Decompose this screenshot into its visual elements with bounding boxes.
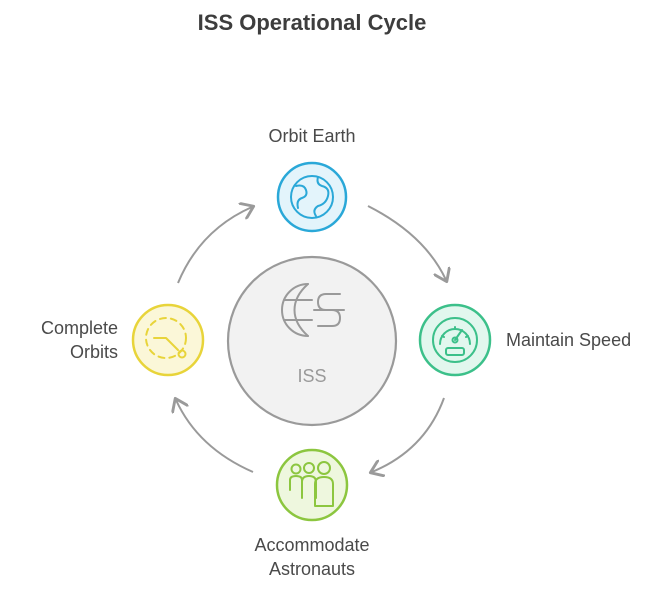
arrow-top-to-right: [367, 205, 446, 280]
center-node: ISS: [226, 255, 398, 427]
step-label-line: Complete: [40, 318, 118, 338]
node-orbit-earth: [276, 161, 348, 233]
arrow-right-to-bottom: [372, 397, 445, 472]
step-label-line: Astronauts: [268, 559, 356, 579]
speedometer-icon: [432, 317, 478, 363]
step-label-line: Orbit Earth: [268, 126, 356, 146]
center-label: ISS: [297, 366, 326, 386]
node-accommodate-astronauts: [275, 448, 349, 522]
diagram-title: ISS Operational Cycle: [197, 10, 427, 35]
step-label-line: Maintain Speed: [506, 330, 632, 350]
step-label-line: Orbits: [69, 342, 118, 362]
step-label-complete-orbits: Complete Orbits: [0, 316, 118, 364]
iss-globe-icon: [281, 283, 345, 337]
arrow-bottom-to-left: [176, 400, 254, 473]
people-icon: [289, 461, 334, 507]
node-maintain-speed: [418, 303, 492, 377]
step-label-orbit-earth: Orbit Earth: [212, 124, 412, 148]
step-label-accommodate-astronauts: Accommodate Astronauts: [212, 533, 412, 581]
globe-icon: [290, 175, 334, 219]
step-label-maintain-speed: Maintain Speed: [506, 328, 666, 352]
arrow-left-to-top: [177, 207, 252, 284]
node-complete-orbits: [131, 303, 205, 377]
step-label-line: Accommodate: [254, 535, 370, 555]
orbit-path-icon: [145, 317, 187, 359]
